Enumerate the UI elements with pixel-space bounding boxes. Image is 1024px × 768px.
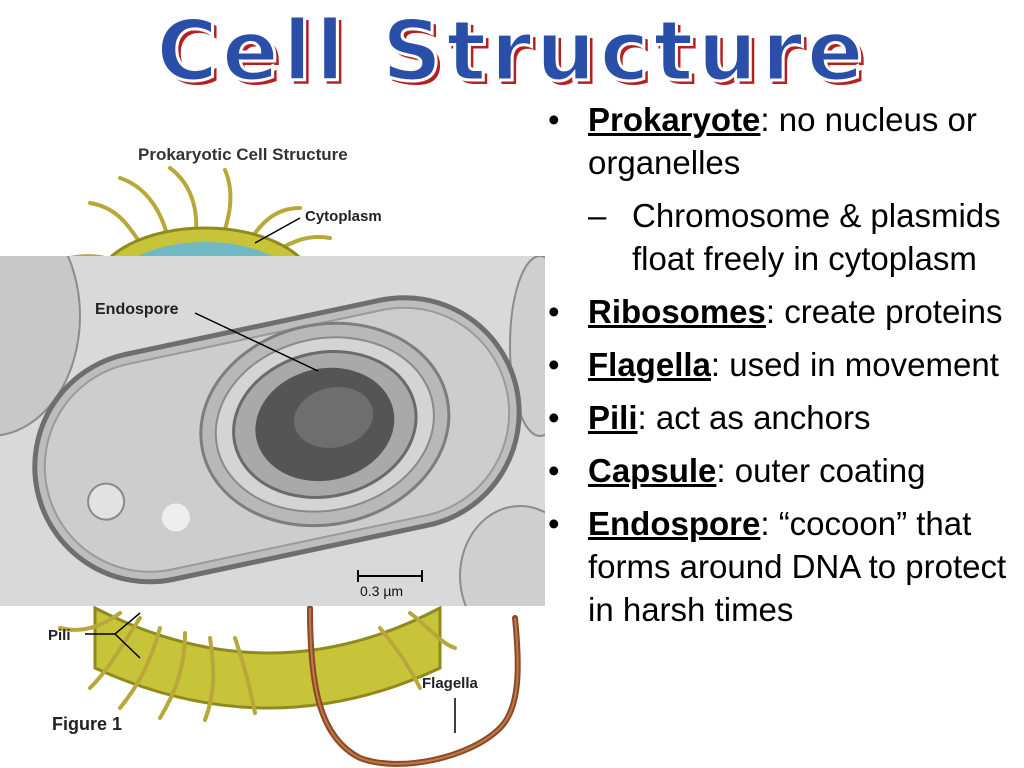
bullet-endospore: • Endospore: “cocoon” that forms around … [548,502,1018,631]
sub-bullet-chromosome: – Chromosome & plasmids float freely in … [548,194,1018,280]
scale-label: 0.3 µm [360,583,403,599]
sub-bullet-text: Chromosome & plasmids float freely in cy… [632,197,1001,277]
bullet-prokaryote: • Prokaryote: no nucleus or organelles [548,98,1018,184]
bullet-term: Ribosomes [588,293,766,330]
label-flagella: Flagella [422,675,479,692]
bullet-capsule: • Capsule: outer coating [548,449,1018,492]
bullet-term: Capsule [588,452,717,489]
endospore-micrograph: Endospore 0.3 µm [0,256,545,606]
bullet-dot: • [548,346,560,383]
bullet-dot: • [548,505,560,542]
title-shadow: Cell Structure [160,6,871,98]
bullet-dot: • [548,399,560,436]
bullet-list: • Prokaryote: no nucleus or organelles –… [548,98,1018,641]
bullet-dot: • [548,452,560,489]
label-cytoplasm: Cytoplasm [305,208,382,225]
bullet-text: : “cocoon” that forms around DNA to prot… [588,505,1007,628]
bullet-term: Pili [588,399,638,436]
figure-label: Figure 1 [52,714,122,734]
diagram-heading: Prokaryotic Cell Structure [138,145,348,164]
bullet-dot: • [548,293,560,330]
bullet-ribosomes: • Ribosomes: create proteins [548,290,1018,333]
slide-title: Cell Structure Cell Structure [155,2,871,98]
sub-bullet-dash: – [588,197,607,234]
bullet-text: : no nucleus or organelles [588,101,977,181]
bullet-term: Prokaryote [588,101,761,138]
bullet-text: : used in movement [710,346,999,383]
bullet-text: : outer coating [716,452,926,489]
pili-bottom [58,611,457,722]
scale-bar: 0.3 µm [357,570,423,599]
bullet-term: Endospore [588,505,761,542]
bullet-pili: • Pili: act as anchors [548,396,1018,439]
bullet-flagella: • Flagella: used in movement [548,343,1018,386]
bullet-term: Flagella [588,346,711,383]
bullet-text: : act as anchors [637,399,871,436]
bullet-text: : create proteins [765,293,1003,330]
label-endospore: Endospore [95,301,179,318]
cell-bottom [93,605,442,710]
title-text: Cell Structure [156,2,867,98]
label-pili: Pili [48,627,71,644]
bullet-dot: • [548,101,560,138]
